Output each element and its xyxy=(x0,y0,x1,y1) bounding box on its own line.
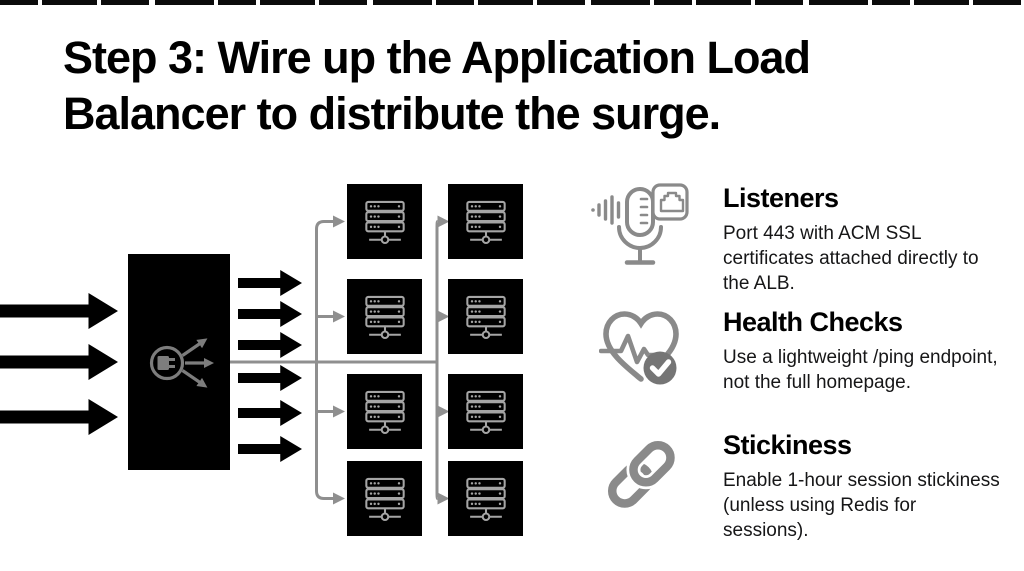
incoming-arrow xyxy=(0,293,118,329)
server-rack-icon xyxy=(465,390,506,434)
heart-pulse-icon xyxy=(599,311,679,385)
server-node xyxy=(448,184,523,259)
server-node xyxy=(347,184,422,259)
load-balancer-box xyxy=(128,254,230,470)
server-rack-icon xyxy=(465,295,506,339)
feature-text: Stickiness Enable 1-hour session stickin… xyxy=(723,430,1017,543)
feature-text: Health Checks Use a lightweight /ping en… xyxy=(723,307,1017,395)
server-node xyxy=(347,461,422,536)
distribution-arrow xyxy=(238,365,302,391)
feature-health-checks: Health Checks Use a lightweight /ping en… xyxy=(585,307,1017,395)
server-rack-icon xyxy=(364,477,405,521)
incoming-arrow xyxy=(0,399,118,435)
microphone-listener-icon xyxy=(585,183,697,269)
feature-heading: Health Checks xyxy=(723,307,903,337)
distribution-arrow xyxy=(238,400,302,426)
server-rack-icon xyxy=(364,200,405,244)
check-badge xyxy=(643,351,677,385)
feature-heading: Listeners xyxy=(723,183,839,213)
feature-body: Enable 1-hour session stickiness (unless… xyxy=(723,470,1000,541)
server-rack-icon xyxy=(364,390,405,434)
server-node xyxy=(347,279,422,354)
feature-heading: Stickiness xyxy=(723,430,852,460)
distribution-arrow xyxy=(238,332,302,358)
ethernet-port-badge xyxy=(651,183,689,221)
server-node xyxy=(347,374,422,449)
distribution-arrow xyxy=(238,436,302,462)
distribution-arrow xyxy=(238,301,302,327)
feature-body: Port 443 with ACM SSL certificates attac… xyxy=(723,223,979,294)
incoming-arrow xyxy=(0,344,118,380)
feature-stickiness: Stickiness Enable 1-hour session stickin… xyxy=(585,430,1017,543)
feature-text: Listeners Port 443 with ACM SSL certific… xyxy=(723,183,1017,296)
server-rack-icon xyxy=(465,477,506,521)
distribution-arrow xyxy=(238,270,302,296)
chain-link-icon xyxy=(607,438,678,508)
title-line-1: Step 3: Wire up the Application Load xyxy=(63,32,811,83)
heart-pulse-check-icon xyxy=(585,307,697,389)
feature-listeners: Listeners Port 443 with ACM SSL certific… xyxy=(585,183,1017,296)
microphone-ethernet-icon xyxy=(591,183,689,265)
chain-link-icon xyxy=(585,430,697,518)
server-rack-icon xyxy=(465,200,506,244)
feature-body: Use a lightweight /ping endpoint, not th… xyxy=(723,347,998,393)
server-node xyxy=(448,374,523,449)
server-node xyxy=(448,461,523,536)
server-node xyxy=(448,279,523,354)
server-rack-icon xyxy=(364,295,405,339)
title-line-2: Balancer to distribute the surge. xyxy=(63,88,721,139)
top-cropped-text-strip xyxy=(0,0,1024,5)
load-balancer-fanout-icon xyxy=(149,338,214,388)
